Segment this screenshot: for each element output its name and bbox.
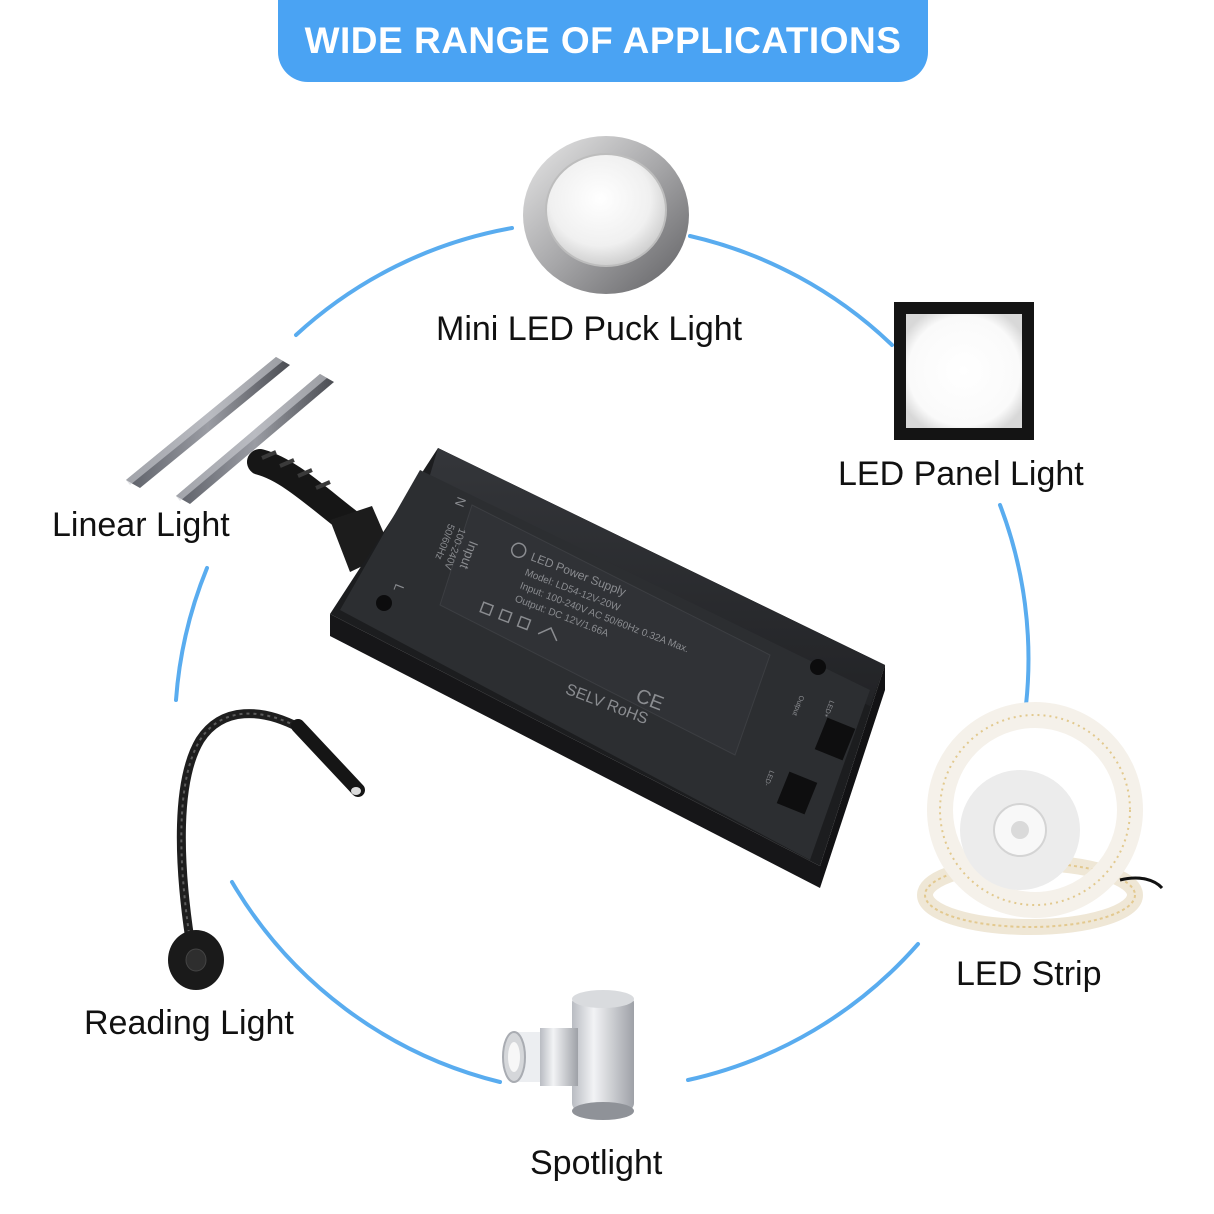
label-led-panel-light: LED Panel Light: [838, 455, 1084, 493]
panel-light-image: [894, 302, 1034, 440]
label-led-strip: LED Strip: [956, 955, 1102, 993]
power-supply-device: [247, 448, 885, 888]
linear-light-image: [126, 357, 334, 504]
label-reading-light: Reading Light: [84, 1004, 294, 1042]
banner-title: WIDE RANGE OF APPLICATIONS: [278, 0, 928, 82]
reading-light-image: [168, 709, 365, 990]
spotlight-image: [502, 990, 634, 1120]
label-spotlight: Spotlight: [530, 1144, 663, 1182]
led-strip-image: [917, 702, 1164, 935]
connector-circle: [174, 226, 1031, 1084]
puck-light-image: [523, 136, 689, 294]
label-mini-led-puck-light: Mini LED Puck Light: [436, 310, 743, 348]
label-linear-light: Linear Light: [52, 506, 230, 544]
